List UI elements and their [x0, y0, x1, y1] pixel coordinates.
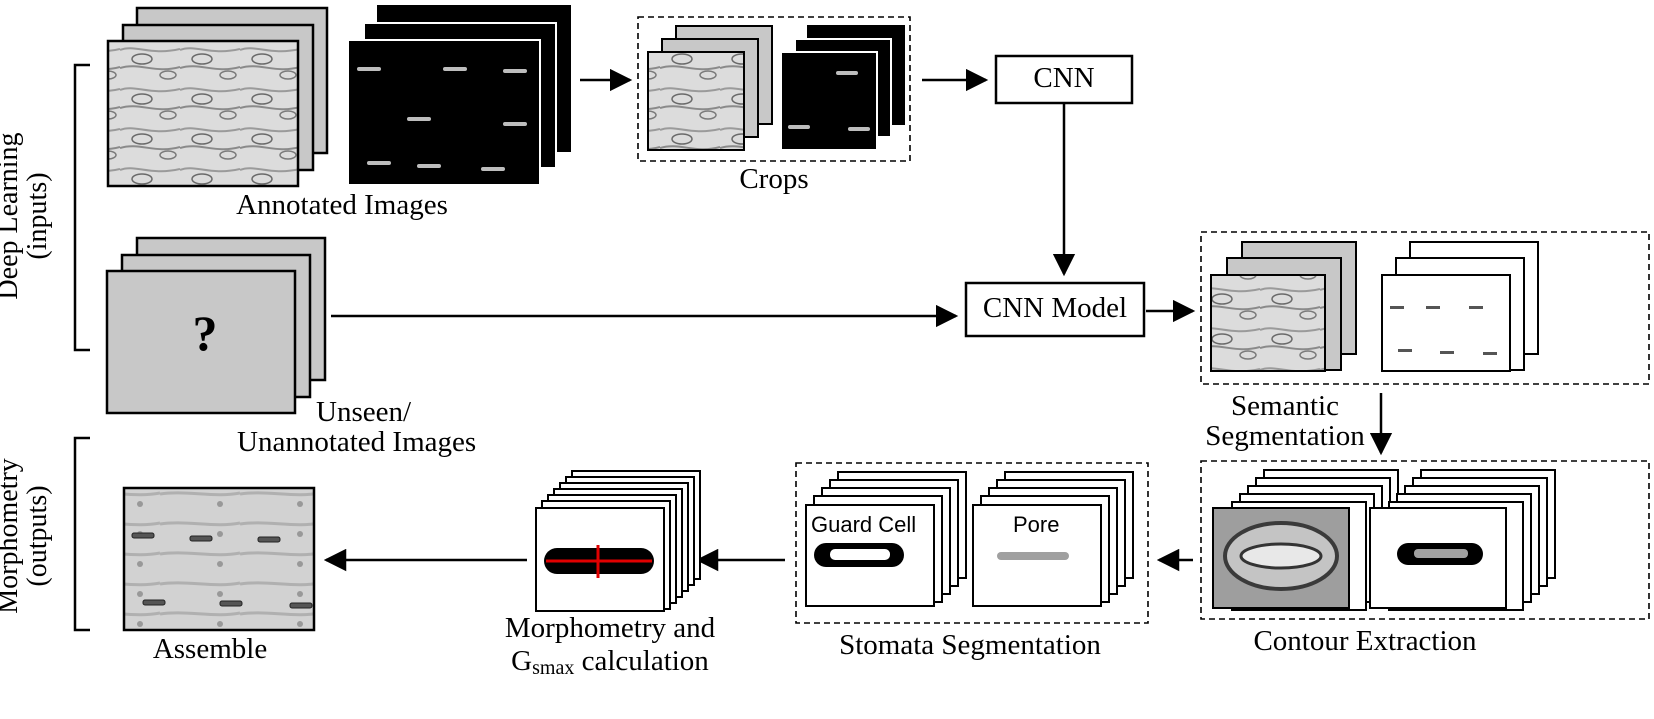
stomata-segmentation-label: Stomata Segmentation — [839, 629, 1101, 661]
morphometry-title: Morphometry — [0, 458, 24, 614]
semantic-label-line1: Semantic — [1231, 390, 1339, 422]
stomata-segmentation-box — [795, 462, 1149, 624]
unseen-image-stack — [105, 236, 327, 415]
pore-label: Pore — [1013, 512, 1060, 537]
morphometry-stack — [535, 470, 701, 612]
cnn-box — [994, 54, 1134, 105]
calculation-text: calculation — [574, 645, 709, 677]
gsmax-g: G — [511, 645, 533, 677]
crops-box — [637, 16, 911, 162]
unseen-label-line2: Unannotated Images — [237, 426, 477, 458]
contour-extraction-label: Contour Extraction — [1253, 625, 1477, 657]
deep-learning-bracket — [73, 63, 90, 352]
guard-cell-label: Guard Cell — [811, 512, 917, 537]
assemble-image — [122, 486, 316, 632]
annotated-mask-stack — [347, 5, 571, 186]
deep-learning-sub: (inputs) — [22, 172, 54, 260]
crops-label: Crops — [739, 163, 809, 195]
deep-learning-title: Deep Learning — [0, 132, 24, 300]
semantic-segmentation-box — [1200, 231, 1650, 385]
morphometry-sub: (outputs) — [22, 485, 54, 587]
morphometry-bracket — [73, 436, 90, 632]
annotated-micrograph-stack — [106, 6, 329, 188]
semantic-label-line2: Segmentation — [1205, 420, 1365, 452]
unknown-image-mark: ? — [192, 305, 218, 361]
deep-learning-label: Deep Learning (inputs) — [0, 116, 56, 316]
morphometry-calc-line1: Morphometry and — [504, 612, 716, 644]
gsmax-subscript: smax — [532, 657, 575, 679]
assemble-label: Assemble — [152, 633, 268, 665]
unseen-label-line1: Unseen/ — [316, 396, 412, 428]
morphometry-calc-line2: Gsmax calculation — [480, 645, 740, 679]
cnn-label: CNN — [1033, 62, 1095, 94]
annotated-images-label: Annotated Images — [236, 189, 448, 221]
cnn-model-label: CNN Model — [982, 292, 1128, 324]
contour-extraction-box — [1200, 460, 1650, 620]
morphometry-label: Morphometry (outputs) — [0, 451, 56, 621]
cnn-model-box — [964, 281, 1146, 338]
